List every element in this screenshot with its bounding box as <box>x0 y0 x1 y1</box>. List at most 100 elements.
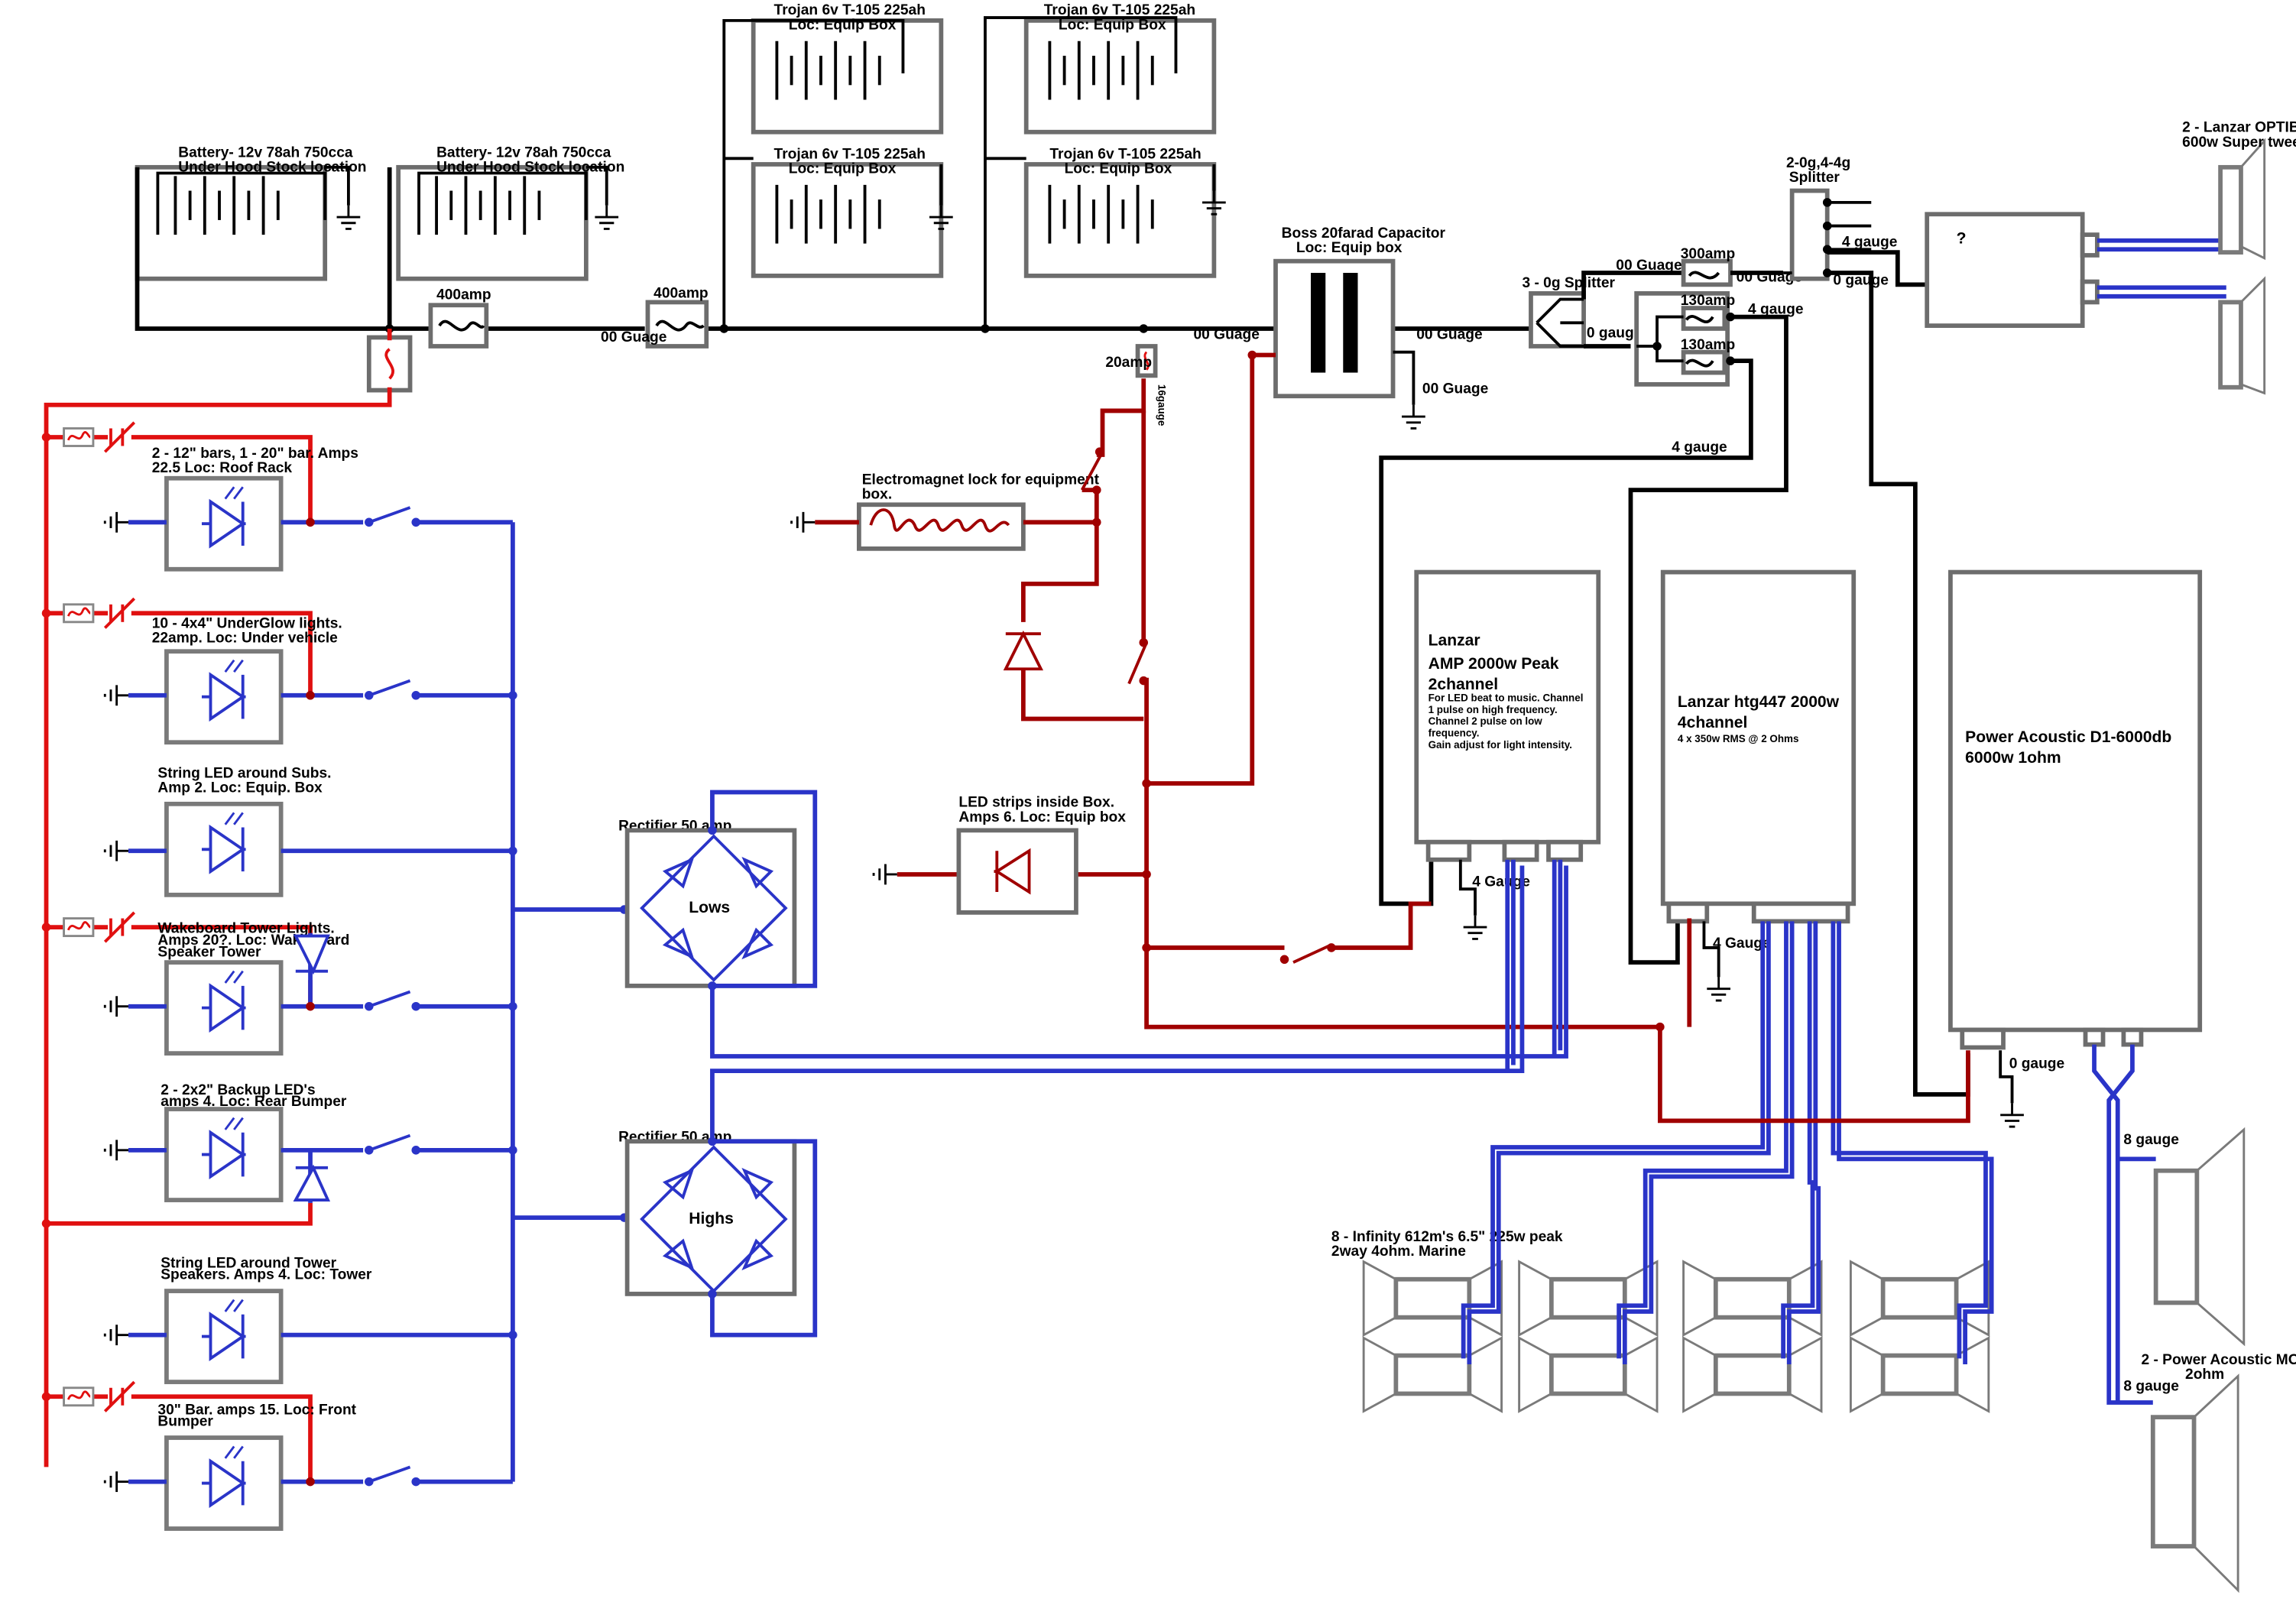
battery-trojan-3-label: Trojan 6v T-105 225ah <box>1044 2 1195 18</box>
subs-label-1: 2 - Power Acoustic MOFO 15" <box>2141 1352 2296 1368</box>
amp2-model: Lanzar htg447 2000w <box>1678 693 1840 711</box>
rectifier-highs: Rectifier 50 amp Highs <box>618 865 1525 1338</box>
svg-text:0 gauge: 0 gauge <box>2009 1056 2065 1072</box>
speaker-pair-3 <box>1684 1262 1821 1412</box>
tweeter-label-1: 2 - Lanzar OPTIBT44 <box>2182 120 2296 136</box>
svg-text:3 - 0g Splitter: 3 - 0g Splitter <box>1522 275 1615 291</box>
amp-power-acoustic: Power Acoustic D1-6000db 6000w 1ohm 0 ga… <box>1948 569 2203 1128</box>
svg-text:2 - 12" bars, 1 - 20" bar. Amp: 2 - 12" bars, 1 - 20" bar. Amps <box>152 446 358 462</box>
battery-trojan-3: Trojan 6v T-105 225ah Loc: Equip Box <box>1023 2 1217 135</box>
gauge-label: 8 gauge <box>2123 1379 2179 1395</box>
tweeter-label-2: 600w Super tweeters <box>2182 135 2296 151</box>
battery-trojan-4-label: Trojan 6v T-105 225ah <box>1049 146 1201 162</box>
gauge-label: 00 Guage <box>1416 326 1483 342</box>
svg-text:Bumper: Bumper <box>157 1414 213 1430</box>
light-roof-bars: 2 - 12" bars, 1 - 20" bar. Amps 22.5 Loc… <box>103 446 513 569</box>
svg-text:400amp: 400amp <box>653 286 708 302</box>
svg-text:4 gauge: 4 gauge <box>1842 234 1898 250</box>
battery-trojan-4: Trojan 6v T-105 225ah Loc: Equip Box <box>1023 146 1227 278</box>
light-tower-speakers: String LED around Tower Speakers. Amps 4… <box>103 1255 513 1382</box>
speaker-pair-2 <box>1519 1262 1657 1412</box>
light-underglow: 10 - 4x4" UnderGlow lights. 22amp. Loc: … <box>103 616 513 743</box>
battery-trojan-2-loc: Loc: Equip Box <box>789 161 897 177</box>
svg-text:Gain adjust for light intensit: Gain adjust for light intensity. <box>1429 739 1572 751</box>
subs-label-2: 2ohm <box>2185 1367 2224 1383</box>
svg-text:16gauge: 16gauge <box>1156 384 1167 426</box>
gauge-label: 8 gauge <box>2123 1132 2179 1148</box>
capacitor-title: Boss 20farad Capacitor <box>1282 225 1446 242</box>
light-front-bumper: 30" Bar. amps 15. Loc: Front Bumper <box>103 1402 513 1529</box>
svg-text:amps 4. Loc: Rear Bumper: amps 4. Loc: Rear Bumper <box>161 1094 347 1110</box>
svg-text:22.5 Loc: Roof Rack: 22.5 Loc: Roof Rack <box>152 460 293 476</box>
rectifier-lows-label: Lows <box>689 899 730 916</box>
fuse-block-130: 130amp 130amp 4 gauge 4 gauge <box>1379 291 1804 965</box>
battery-trojan-3-loc: Loc: Equip Box <box>1059 17 1166 33</box>
lock-label-2: box. <box>862 487 892 503</box>
fuse-400b: 400amp <box>645 286 709 349</box>
led-box-label-1: LED strips inside Box. <box>958 795 1114 811</box>
capacitor-loc: Loc: Equip box <box>1296 240 1403 256</box>
svg-text:400amp: 400amp <box>436 287 491 303</box>
light-wakeboard-tower: Wakeboard Tower Lights. Amps 20?. Loc: W… <box>103 921 513 1053</box>
amp-lanzar-2ch: Lanzar AMP 2000w Peak 2channel For LED b… <box>1414 569 1601 940</box>
splitter-2way-line1: 2-0g,4-4g <box>1786 155 1850 171</box>
amp-lanzar-4ch: Lanzar htg447 2000w 4channel 4 x 350w RM… <box>1660 569 1857 1002</box>
capacitor: Boss 20farad Capacitor Loc: Equip box 00… <box>1273 225 1489 430</box>
svg-text:4 gauge: 4 gauge <box>1748 302 1804 318</box>
battery-hood-1: Battery- 12v 78ah 750cca Under Hood Stoc… <box>135 144 367 281</box>
svg-text:For LED beat to music. Channel: For LED beat to music. Channel <box>1429 692 1584 703</box>
svg-text:Wakeboard Tower Lights.: Wakeboard Tower Lights. <box>157 921 334 937</box>
svg-text:4 Gauge: 4 Gauge <box>1472 874 1530 890</box>
svg-text:4 x 350w RMS @ 2 Ohms: 4 x 350w RMS @ 2 Ohms <box>1678 733 1799 744</box>
tweeter-2 <box>2218 276 2266 395</box>
svg-text:2 - 2x2" Backup LED's: 2 - 2x2" Backup LED's <box>161 1082 315 1098</box>
blue-return-bus <box>306 517 629 1487</box>
tweeter-1 <box>2218 138 2266 261</box>
svg-text:0 gauge: 0 gauge <box>1587 325 1643 341</box>
fuse-300a: 300amp 00 Guage <box>1681 246 1802 287</box>
rectifier-lows: Rectifier 50 amp Lows <box>618 790 1568 1059</box>
splitter-2way-line2: Splitter <box>1789 170 1840 186</box>
subwoofer-1 <box>2153 1127 2246 1347</box>
svg-text:frequency.: frequency. <box>1429 728 1480 739</box>
svg-text:20amp: 20amp <box>1105 355 1152 371</box>
svg-text:String LED around Tower: String LED around Tower <box>161 1255 336 1271</box>
svg-text:22amp. Loc: Under vehicle: 22amp. Loc: Under vehicle <box>152 631 338 647</box>
fuse-20a: 20amp 16gauge <box>1105 344 1167 426</box>
svg-text:10 - 4x4" UnderGlow lights.: 10 - 4x4" UnderGlow lights. <box>152 616 342 632</box>
splitter-3way: 3 - 0g Splitter 0 gauge 00 Guage <box>1522 258 1684 349</box>
svg-text:130amp: 130amp <box>1681 293 1735 309</box>
battery-trojan-2: Trojan 6v T-105 225ah Loc: Equip Box <box>751 146 955 278</box>
light-backup: 2 - 2x2" Backup LED's amps 4. Loc: Rear … <box>103 1082 513 1203</box>
svg-text:30" Bar. amps 15. Loc: Front: 30" Bar. amps 15. Loc: Front <box>157 1402 356 1418</box>
fuse-main-red <box>44 328 413 1467</box>
svg-text:00 Guage: 00 Guage <box>1422 381 1489 397</box>
amp3-rating: 6000w 1ohm <box>1965 749 2061 767</box>
amp3-model: Power Acoustic D1-6000db <box>1965 728 2171 746</box>
svg-text:Amp 2. Loc: Equip. Box: Amp 2. Loc: Equip. Box <box>157 780 323 796</box>
svg-text:0 gauge: 0 gauge <box>1833 272 1889 288</box>
battery-hood-2-label: Battery- 12v 78ah 750cca <box>436 144 611 161</box>
svg-text:?: ? <box>1957 230 1967 248</box>
svg-text:String LED around Subs.: String LED around Subs. <box>157 765 331 781</box>
svg-text:130amp: 130amp <box>1681 337 1735 353</box>
speaker-pair-4 <box>1850 1262 1988 1412</box>
svg-text:4 Gauge: 4 Gauge <box>1713 936 1771 952</box>
amp2-channels: 4channel <box>1678 714 1748 731</box>
amp1-brand: Lanzar <box>1429 632 1480 650</box>
amp1-model: AMP 2000w Peak <box>1429 655 1559 673</box>
speaker-pair-1 <box>1364 1262 1501 1412</box>
light-sub-string: String LED around Subs. Amp 2. Loc: Equi… <box>103 765 513 895</box>
gauge-label: 00 Guage <box>1194 326 1260 342</box>
svg-text:300amp: 300amp <box>1681 246 1735 262</box>
svg-text:00 Guage: 00 Guage <box>1616 258 1682 274</box>
battery-trojan-4-loc: Loc: Equip Box <box>1065 161 1172 177</box>
tweeter-box: ? <box>1925 212 2226 328</box>
svg-text:4 gauge: 4 gauge <box>1672 439 1727 456</box>
battery-trojan-2-label: Trojan 6v T-105 225ah <box>774 146 926 162</box>
battery-hood-1-loc: Under Hood Stock location <box>178 160 366 176</box>
fuse-400a: 400amp <box>428 287 491 349</box>
svg-text:Speakers. Amps 4. Loc: Tower: Speakers. Amps 4. Loc: Tower <box>161 1267 372 1283</box>
lock-label-1: Electromagnet lock for equipment <box>862 472 1100 488</box>
